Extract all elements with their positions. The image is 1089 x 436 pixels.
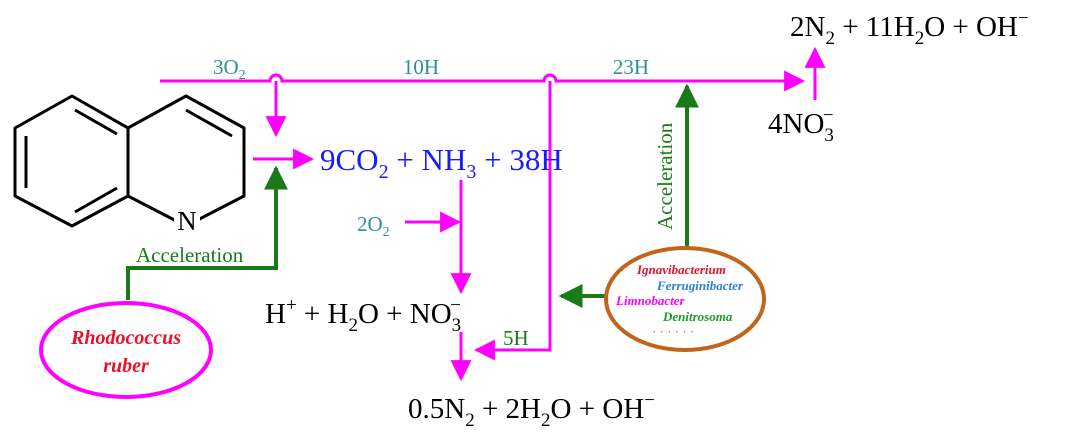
more-organisms-ellipsis: · · · · · ·: [652, 324, 694, 339]
rhodococcus-acceleration-arrow: [126, 165, 288, 300]
ignavibacterium-label: Ignavibacterium: [636, 262, 726, 277]
nitrate-4-formula: 4NO3−: [768, 105, 834, 146]
green-acceleration-paths: [126, 83, 699, 308]
center-products: 9CO2 + NH3 + 38H: [320, 142, 563, 183]
o2-3-label: 3O2: [213, 55, 246, 83]
rhodococcus-label-line2: ruber: [103, 355, 149, 377]
denitrosoma-label: Denitrosoma: [662, 309, 733, 324]
top-right-products: 2N2 + 11H2O + OH−: [790, 8, 1029, 49]
acceleration-left-label: Acceleration: [136, 243, 244, 267]
h5-label: 5H: [503, 326, 529, 350]
acceleration-right-label: Acceleration: [653, 122, 677, 230]
o2-2-label: 2O2: [357, 212, 390, 240]
top-oxidation-line: [160, 70, 806, 92]
quinoline-molecule: [13, 94, 246, 228]
rhodococcus-label-line1: Rhodococcus: [70, 327, 181, 349]
h38-branch-arrow: [473, 81, 552, 361]
h10-label: 10H: [403, 55, 439, 79]
nitrogen-mask: [174, 206, 200, 234]
limnobacter-label: Limnobacter: [615, 293, 686, 308]
consortium-ellipse: [604, 246, 766, 352]
mid-left-products: H+ + H2O + NO3−: [265, 295, 461, 336]
nitrogen-atom-label: N: [177, 206, 197, 236]
rhodococcus-ellipse: [39, 301, 213, 399]
h23-label: 23H: [613, 55, 649, 79]
bottom-products: 0.5N2 + 2H2O + OH−: [408, 390, 655, 431]
magenta-pathways: [160, 46, 826, 382]
ferruginibacter-label: Ferruginibacter: [656, 278, 744, 293]
